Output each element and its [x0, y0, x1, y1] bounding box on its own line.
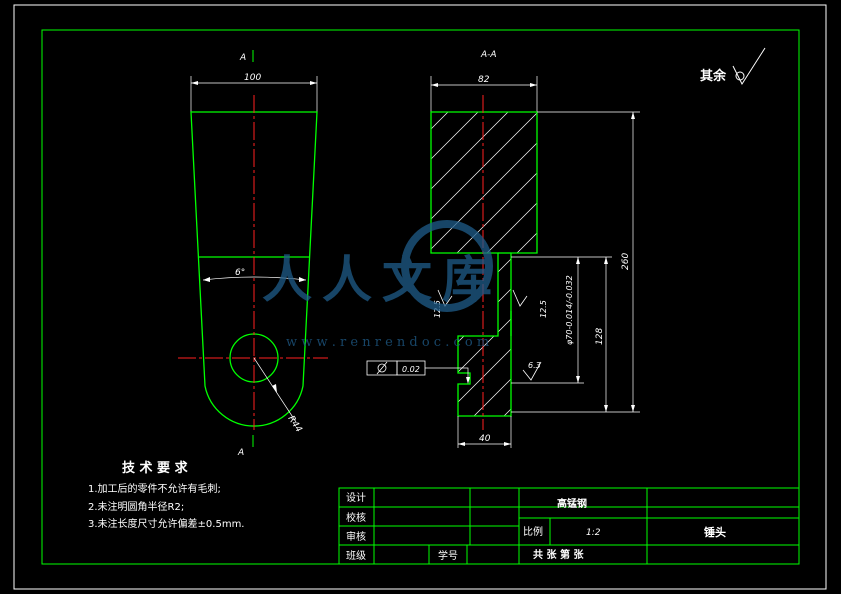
- outer-border: [13, 4, 827, 590]
- roughness-bottom: 6.3: [528, 361, 541, 370]
- dim-stem-height: 128: [595, 328, 605, 345]
- arrowhead: [504, 442, 511, 446]
- review-label: 审核: [346, 530, 366, 543]
- arrowhead: [458, 442, 465, 446]
- arrowhead: [631, 405, 635, 412]
- dim-taper-angle: 6°: [235, 268, 245, 278]
- arrowhead: [530, 83, 537, 87]
- arrowhead: [576, 376, 580, 383]
- arrowhead: [310, 81, 317, 85]
- scale-label: 比例: [523, 525, 543, 538]
- scale-value: 1:2: [586, 528, 601, 538]
- roughness-circle-icon: [735, 71, 745, 81]
- arrowhead: [299, 277, 306, 282]
- arrowhead: [631, 112, 635, 119]
- requirements-heading: 技 术 要 求: [122, 460, 189, 476]
- general-finish-label: 其余: [700, 68, 727, 84]
- roughness-symbol-right: [512, 289, 528, 307]
- cylindricity-icon-stroke: [376, 361, 388, 375]
- watermark-url: w w w . r e n r e n d o c . c o m: [286, 335, 489, 350]
- student-id-label: 学号: [438, 549, 458, 562]
- watermark-logo-ring: [401, 220, 493, 312]
- dim-section-width: 82: [478, 75, 490, 85]
- dim-radius: R44: [285, 414, 303, 435]
- roughness-symbol-bottom: [522, 361, 542, 381]
- requirement-item: 1.加工后的零件不允许有毛刺;: [88, 482, 221, 495]
- arrowhead: [191, 81, 198, 85]
- tolerance-leader: [425, 367, 469, 382]
- angle-arc: [202, 276, 307, 281]
- technical-requirements: 技 术 要 求 1.加工后的零件不允许有毛刺; 2.未注明圆角半径R2; 3.未…: [88, 460, 244, 530]
- front-view: A A 100 6° R44: [178, 50, 328, 458]
- dim-stem-diameter: φ70-0.014/-0.032: [565, 275, 574, 345]
- requirement-item: 3.未注长度尺寸允许偏差±0.5mm.: [88, 517, 244, 530]
- arrowhead: [203, 277, 210, 282]
- requirement-item: 2.未注明圆角半径R2;: [88, 500, 184, 513]
- watermark: 人人文库 w w w . r e n r e n d o c . c o m: [262, 220, 502, 350]
- class-label: 班级: [346, 550, 366, 562]
- design-label: 设计: [346, 491, 366, 504]
- watermark-text: 人人文库: [262, 250, 502, 309]
- roughness-right: 12.5: [539, 300, 548, 318]
- check-label: 校核: [346, 511, 366, 524]
- arrowhead: [604, 405, 608, 412]
- sheet-count: 共 张 第 张: [533, 548, 584, 561]
- arrowhead: [466, 377, 470, 384]
- section-outline: [430, 111, 538, 417]
- tolerance-value: 0.02: [402, 365, 420, 374]
- general-finish-note: 其余: [700, 47, 766, 86]
- title-block: [338, 487, 800, 565]
- arrowhead: [272, 384, 277, 393]
- section-label-bottom: A: [237, 448, 244, 458]
- material-value: 高锰钢: [557, 497, 587, 510]
- cylindricity-icon: [377, 363, 387, 373]
- arrowhead: [604, 257, 608, 264]
- arrowhead: [576, 257, 580, 264]
- dim-top-width: 100: [244, 73, 261, 83]
- arrowhead: [431, 83, 438, 87]
- part-name: 锤头: [704, 525, 726, 539]
- hammer-outline: [190, 111, 318, 427]
- dim-overall-height: 260: [621, 253, 631, 270]
- section-title: A-A: [480, 50, 497, 60]
- section-label-top: A: [239, 53, 246, 63]
- dim-stem-width: 40: [479, 434, 491, 444]
- roughness-symbol-general: [732, 47, 766, 86]
